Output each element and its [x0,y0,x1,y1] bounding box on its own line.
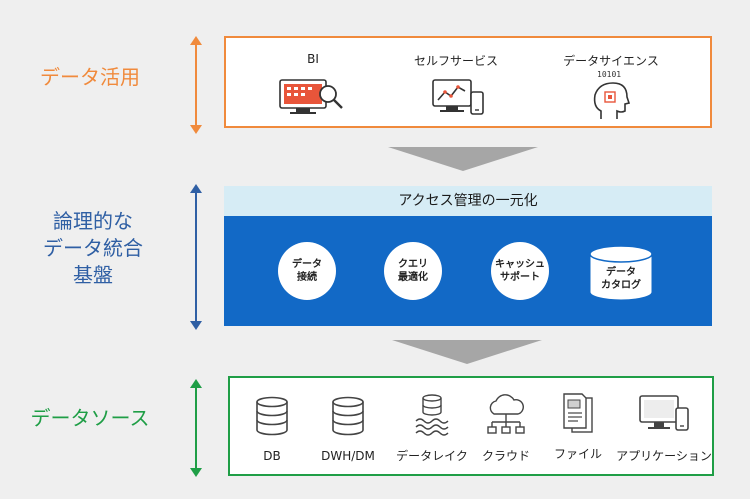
function-cache-support: キャッシュ サポート [491,242,549,300]
function-data-catalog: データ カタログ [586,244,656,302]
platform-double-arrow [190,184,202,330]
source-label: DB [263,449,281,463]
file-icon [563,393,593,433]
application-icon [639,395,689,431]
bi-label: BI [307,52,319,66]
data-science-item: データサイエンス 10101 [546,52,676,119]
catalog-cylinder-icon [589,245,653,301]
data-sources-label: データソース [30,406,150,430]
platform-header: アクセス管理の一元化 [224,186,712,216]
source-data-lake: データレイク [394,394,470,464]
data-science-digits: 10101 [597,70,621,79]
source-cloud: クラウド [480,394,532,464]
cloud-icon [487,394,525,434]
platform-body: データ 接続 クエリ 最適化 キャッシュ サポート データ カタログ [224,216,712,326]
self-service-item: セルフサービス [401,52,511,115]
bi-item: BI [278,52,348,114]
source-label: DWH/DM [321,449,375,463]
utilization-box: BI セルフサービス データサイエンス 10101 [224,36,712,128]
bi-dashboard-icon [279,79,343,114]
utilization-double-arrow [190,36,202,134]
sources-box: DB DWH/DM データレイク クラ [228,376,714,476]
database-icon [332,396,364,436]
function-query-optimization: クエリ 最適化 [384,242,442,300]
source-label: アプリケーション [616,449,712,463]
source-dwh-dm: DWH/DM [318,396,378,463]
function-label-line1: キャッシュ [495,258,545,270]
source-label: クラウド [481,449,530,463]
function-data-connection: データ 接続 [278,242,336,300]
logical-integration-platform-label: 論理的な データ統合 基盤 [28,208,158,289]
self-service-label: セルフサービス [413,54,498,68]
flow-arrow-down-1 [388,147,538,171]
database-icon [256,396,288,436]
logical-label-line2: データ統合 [43,236,143,260]
source-label: ファイル [553,447,602,461]
data-science-label: データサイエンス [563,54,659,68]
function-label-line2: 接続 [297,272,317,283]
self-service-icon [432,79,484,115]
source-label: データレイク [396,449,468,463]
data-lake-icon [415,394,449,436]
function-label-line2: サポート [500,272,540,283]
data-utilization-label: データ活用 [40,65,140,89]
function-label-line2: 最適化 [398,272,428,283]
function-label-line1: クエリ [398,258,428,270]
function-label-line1: データ [606,267,636,278]
source-application: アプリケーション [616,394,712,464]
sources-double-arrow [190,379,202,477]
logical-label-line3: 基盤 [73,263,113,287]
flow-arrow-down-2 [392,340,542,364]
source-db: DB [252,396,292,463]
function-label-line1: データ [292,258,322,270]
logical-label-line1: 論理的な [53,209,133,233]
data-science-icon: 10101 [593,70,631,119]
function-label-line2: カタログ [601,280,641,291]
source-file: ファイル [548,392,608,462]
